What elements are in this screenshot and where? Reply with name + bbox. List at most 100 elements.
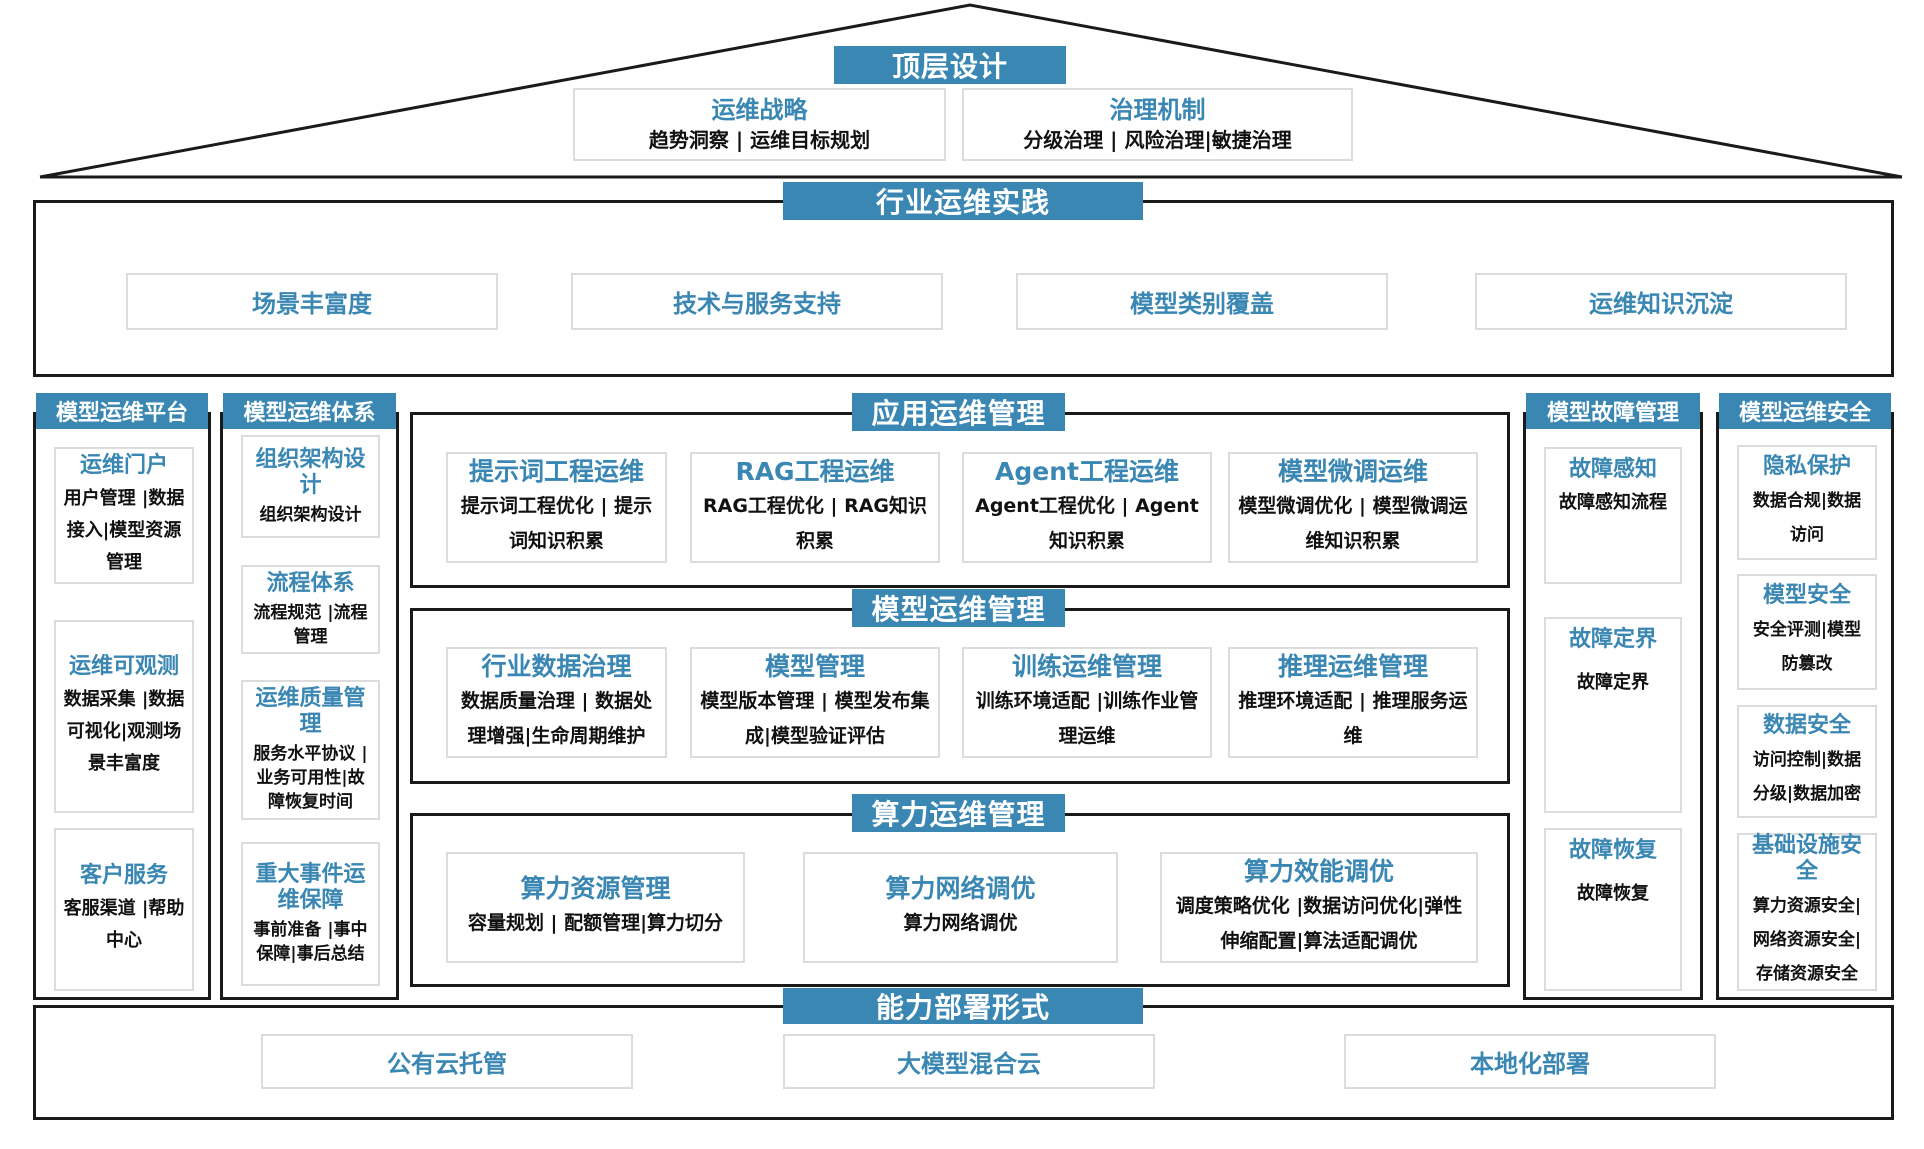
system-item-quality: 运维质量管理 服务水平协议 |业务可用性|故障恢复时间 [241, 680, 380, 820]
box-desc: 数据采集 |数据可视化|观测场景丰富度 [63, 688, 185, 774]
box-title: 训练运维管理 [1011, 651, 1162, 681]
app-ops-item-finetune: 模型微调运维 模型微调优化 | 模型微调运维知识积累 [1228, 452, 1478, 563]
top-design-title: 顶层设计 [834, 46, 1066, 84]
box-title: 故障定界 [1568, 627, 1657, 652]
system-item-org: 组织架构设计 组织架构设计 [241, 435, 380, 538]
box-desc: 客服渠道 |帮助中心 [63, 897, 185, 951]
app-ops-title: 应用运维管理 [852, 393, 1065, 431]
top-item-title: 治理机制 [1109, 95, 1206, 124]
app-ops-item-agent: Agent工程运维 Agent工程优化 | Agent知识积累 [962, 452, 1212, 563]
app-ops-item-rag: RAG工程运维 RAG工程优化 | RAG知识积累 [690, 452, 940, 563]
box-title: 算力网络调优 [885, 874, 1036, 903]
model-ops-item-training: 训练运维管理 训练环境适配 |训练作业管理运维 [962, 647, 1212, 758]
security-item-infra: 基础设施安全 算力资源安全|网络资源安全|存储资源安全 [1737, 833, 1877, 991]
fault-item-delimit: 故障定界 故障定界 [1544, 617, 1682, 813]
box-title: 组织架构设计 [255, 446, 366, 498]
fault-title: 模型故障管理 [1526, 393, 1700, 429]
practice-item-label: 模型类别覆盖 [1130, 290, 1274, 318]
box-desc: 模型版本管理 | 模型发布集成|模型验证评估 [700, 689, 930, 747]
practice-item-label: 运维知识沉淀 [1589, 290, 1733, 318]
top-item-desc: 分级治理 | 风险治理|敏捷治理 [1023, 127, 1292, 152]
box-desc: 训练环境适配 |训练作业管理运维 [975, 689, 1199, 747]
box-title: 隐私保护 [1762, 453, 1851, 479]
box-title: 算力效能调优 [1243, 856, 1394, 886]
box-title: 流程体系 [266, 570, 355, 596]
box-desc: 调度策略优化 |数据访问优化|弹性伸缩配置|算法适配调优 [1175, 894, 1463, 952]
practice-item-label: 场景丰富度 [252, 290, 372, 318]
box-desc: Agent工程优化 | Agent知识积累 [975, 494, 1199, 552]
app-ops-item-prompt: 提示词工程运维 提示词工程优化 | 提示词知识积累 [446, 452, 667, 563]
box-desc: 算力网络调优 [903, 912, 1018, 934]
practice-item-tech: 技术与服务支持 [571, 273, 943, 330]
top-item-strategy: 运维战略 趋势洞察 | 运维目标规划 [573, 88, 946, 161]
deploy-item-hybrid-cloud: 大模型混合云 [783, 1034, 1155, 1089]
box-desc: 故障感知流程 [1559, 492, 1667, 513]
box-title: 行业数据治理 [481, 651, 632, 681]
box-desc: 故障定界 [1577, 672, 1649, 693]
box-title: 模型管理 [764, 651, 865, 681]
model-ops-title: 模型运维管理 [852, 589, 1065, 627]
box-title: 数据安全 [1762, 712, 1851, 738]
box-title: 模型安全 [1762, 583, 1851, 608]
box-desc: 安全评测|模型防篡改 [1752, 620, 1862, 674]
box-desc: 提示词工程优化 | 提示词知识积累 [460, 494, 653, 552]
security-item-model: 模型安全 安全评测|模型防篡改 [1737, 574, 1877, 690]
box-title: 客户服务 [79, 862, 168, 888]
box-desc: 模型微调优化 | 模型微调运维知识积累 [1238, 494, 1468, 552]
top-item-title: 运维战略 [711, 95, 808, 124]
box-title: 算力资源管理 [520, 874, 671, 903]
box-title: Agent工程运维 [995, 456, 1179, 486]
security-item-data: 数据安全 访问控制|数据分级|数据加密 [1737, 705, 1877, 818]
box-title: 推理运维管理 [1277, 651, 1428, 681]
compute-ops-item-network: 算力网络调优 算力网络调优 [803, 852, 1118, 963]
box-desc: 访问控制|数据分级|数据加密 [1752, 749, 1862, 804]
system-title: 模型运维体系 [223, 393, 396, 429]
box-title: 故障感知 [1568, 457, 1657, 482]
deploy-item-label: 公有云托管 [387, 1050, 507, 1078]
deploy-item-on-prem: 本地化部署 [1344, 1034, 1716, 1089]
box-desc: 数据合规|数据访问 [1752, 490, 1862, 545]
box-title: 运维门户 [79, 452, 168, 478]
model-ops-item-inference: 推理运维管理 推理环境适配 | 推理服务运维 [1228, 647, 1478, 758]
box-title: RAG工程运维 [735, 456, 895, 486]
system-item-process: 流程体系 流程规范 |流程管理 [241, 565, 380, 654]
platform-title: 模型运维平台 [36, 393, 208, 429]
compute-ops-item-efficiency: 算力效能调优 调度策略优化 |数据访问优化|弹性伸缩配置|算法适配调优 [1160, 852, 1478, 963]
box-title: 运维可观测 [68, 653, 179, 679]
compute-ops-title: 算力运维管理 [852, 794, 1065, 832]
box-desc: 数据质量治理 | 数据处理增强|生命周期维护 [460, 689, 653, 747]
box-title: 基础设施安全 [1751, 833, 1862, 884]
fault-item-recovery: 故障恢复 故障恢复 [1544, 828, 1682, 991]
box-desc: 事前准备 |事中保障|事后总结 [253, 920, 368, 964]
box-desc: 流程规范 |流程管理 [253, 602, 368, 647]
practice-item-label: 技术与服务支持 [673, 290, 841, 318]
box-desc: 故障恢复 [1577, 883, 1649, 904]
practice-title: 行业运维实践 [783, 182, 1143, 220]
box-desc: 服务水平协议 |业务可用性|故障恢复时间 [253, 744, 368, 812]
top-item-desc: 趋势洞察 | 运维目标规划 [648, 127, 871, 152]
platform-item-observability: 运维可观测 数据采集 |数据可视化|观测场景丰富度 [54, 620, 194, 813]
model-ops-item-model: 模型管理 模型版本管理 | 模型发布集成|模型验证评估 [690, 647, 940, 758]
fault-item-perception: 故障感知 故障感知流程 [1544, 447, 1682, 584]
box-title: 故障恢复 [1568, 838, 1657, 863]
practice-item-models: 模型类别覆盖 [1016, 273, 1388, 330]
platform-item-service: 客户服务 客服渠道 |帮助中心 [54, 828, 194, 991]
security-title: 模型运维安全 [1719, 393, 1891, 429]
box-desc: 组织架构设计 [259, 504, 362, 525]
box-title: 重大事件运维保障 [255, 862, 366, 913]
box-title: 运维质量管理 [255, 686, 366, 737]
box-desc: 用户管理 |数据接入|模型资源管理 [63, 487, 185, 573]
security-item-privacy: 隐私保护 数据合规|数据访问 [1737, 445, 1877, 560]
box-desc: 算力资源安全|网络资源安全|存储资源安全 [1752, 896, 1862, 984]
model-ops-item-data: 行业数据治理 数据质量治理 | 数据处理增强|生命周期维护 [446, 647, 667, 758]
deploy-item-public-cloud: 公有云托管 [261, 1034, 633, 1089]
platform-item-portal: 运维门户 用户管理 |数据接入|模型资源管理 [54, 447, 194, 584]
box-desc: RAG工程优化 | RAG知识积累 [702, 494, 928, 552]
deploy-item-label: 大模型混合云 [897, 1050, 1041, 1078]
practice-item-knowledge: 运维知识沉淀 [1475, 273, 1847, 330]
box-desc: 推理环境适配 | 推理服务运维 [1238, 689, 1468, 747]
deploy-title: 能力部署形式 [783, 988, 1143, 1024]
system-item-major-event: 重大事件运维保障 事前准备 |事中保障|事后总结 [241, 842, 380, 986]
box-title: 提示词工程运维 [468, 456, 644, 486]
roof-outline [39, 3, 1903, 179]
